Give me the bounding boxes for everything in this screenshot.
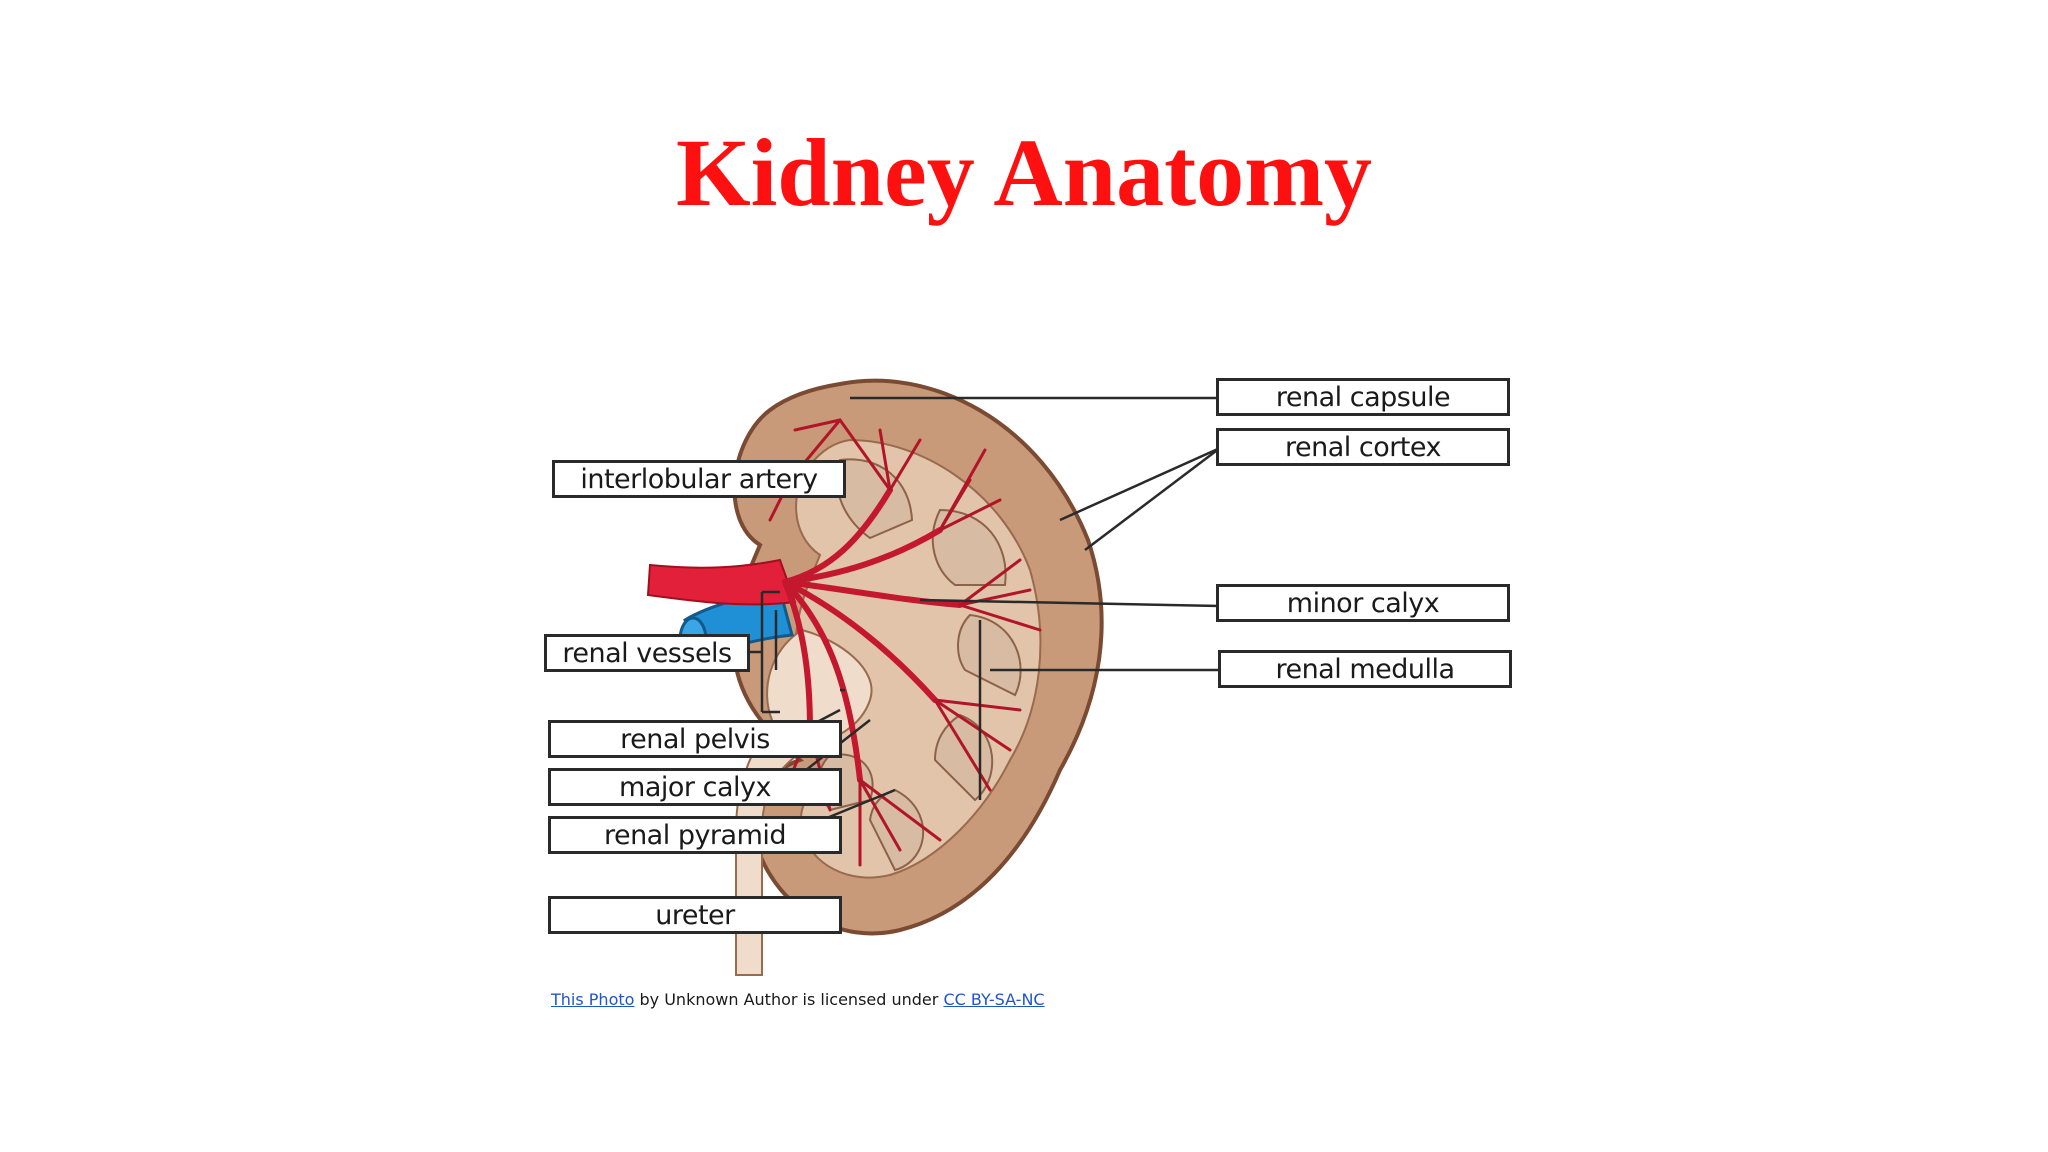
label-interlobular-artery: interlobular artery	[552, 460, 846, 498]
label-major-calyx: major calyx	[548, 768, 842, 806]
label-renal-medulla: renal medulla	[1218, 650, 1512, 688]
image-attribution: This Photo by Unknown Author is licensed…	[551, 990, 1045, 1009]
arterial-branches	[782, 487, 963, 783]
label-renal-cortex: renal cortex	[1216, 428, 1510, 466]
label-renal-vessels: renal vessels	[544, 634, 750, 672]
photo-link[interactable]: This Photo	[551, 990, 635, 1009]
renal-artery	[646, 558, 797, 606]
label-renal-capsule: renal capsule	[1216, 378, 1510, 416]
label-renal-pyramid: renal pyramid	[548, 816, 842, 854]
label-ureter: ureter	[548, 896, 842, 934]
kidney-diagram: renal capsule renal cortex interlobular …	[540, 370, 1520, 980]
label-renal-pelvis: renal pelvis	[548, 720, 842, 758]
attribution-text: by Unknown Author is licensed under	[634, 990, 944, 1009]
slide-title: Kidney Anatomy	[675, 119, 1373, 226]
license-link[interactable]: CC BY-SA-NC	[943, 990, 1045, 1009]
leader-lines	[680, 396, 1240, 917]
label-minor-calyx: minor calyx	[1216, 584, 1510, 622]
